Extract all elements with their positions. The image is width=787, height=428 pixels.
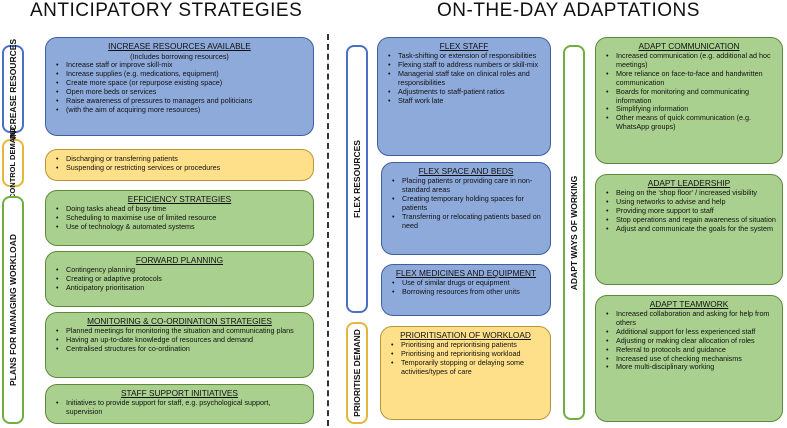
heading-on-the-day-adaptations: ON-THE-DAY ADAPTATIONS	[437, 0, 700, 21]
bullet-item: Suspending or restricting services or pr…	[56, 163, 307, 173]
bullet-item: Increased use of checking mechanisms	[606, 354, 776, 364]
card-title: STAFF SUPPORT INITIATIVES	[121, 388, 238, 398]
card-subtitle: (Includes borrowing resources)	[130, 52, 229, 61]
bullet-item: Simplifying information	[606, 105, 776, 115]
bullet-list: Use of similar drugs or equipmentBorrowi…	[388, 278, 544, 297]
bullet-item: Other means of quick communication (e.g.…	[606, 113, 776, 132]
bullet-item: Staff work late	[388, 96, 544, 106]
bullet-item: Contingency planning	[56, 265, 307, 275]
card-increase-resources: INCREASE RESOURCES AVAILABLE (Includes b…	[45, 37, 314, 136]
bullet-item: Create more space (or repurpose existing…	[56, 78, 307, 88]
bullet-item: More reliance on face-to-face and handwr…	[606, 69, 776, 88]
bullet-list: Contingency planningCreating or adaptive…	[52, 265, 307, 293]
side-label-prioritise-demand: PRIORITISE DEMAND	[346, 322, 368, 424]
bullet-item: Prioritising and reprioritising workload	[391, 349, 544, 359]
bullet-item: Centralised structures for co-ordination	[56, 344, 307, 354]
bullet-item: Transferring or relocating patients base…	[392, 212, 544, 231]
bullet-list: Discharging or transferring patientsSusp…	[52, 154, 307, 173]
bullet-item: Boards for monitoring and communicating …	[606, 87, 776, 106]
card-title: FLEX SPACE AND BEDS	[418, 166, 514, 176]
card-title: FLEX MEDICINES AND EQUIPMENT	[395, 268, 537, 278]
card-title: EFFICIENCY STRATEGIES	[127, 194, 232, 204]
bullet-list: Task-shifting or extension of responsibi…	[384, 51, 544, 106]
card-title: INCREASE RESOURCES AVAILABLE	[108, 41, 251, 51]
bullet-item: Flexing staff to address numbers or skil…	[388, 60, 544, 70]
bullet-item: Being on the ‘shop floor’ / increased vi…	[606, 188, 776, 198]
bullet-item: Anticipatory prioritisation	[56, 283, 307, 293]
bullet-item: Scheduling to maximise use of limited re…	[56, 213, 307, 223]
bullet-item: Temporarily stopping or delaying some ac…	[391, 358, 544, 377]
bullet-item: Adjustments to staff-patient ratios	[388, 87, 544, 97]
card-adapt-leadership: ADAPT LEADERSHIP Being on the ‘shop floo…	[595, 174, 783, 285]
bullet-list: Doing tasks ahead of busy timeScheduling…	[52, 204, 307, 232]
card-flex-medicines-and-equipment: FLEX MEDICINES AND EQUIPMENT Use of simi…	[381, 264, 551, 316]
bullet-list: Initiatives to provide support for staff…	[52, 398, 307, 417]
heading-anticipatory-strategies: ANTICIPATORY STRATEGIES	[30, 0, 303, 21]
bullet-item: Adjust and communicate the goals for the…	[606, 224, 776, 234]
bullet-item: Raise awareness of pressures to managers…	[56, 96, 307, 106]
bullet-item: More multi-disciplinary working	[606, 363, 776, 373]
bullet-item: Creating or adaptive protocols	[56, 274, 307, 284]
side-label-flex-resources: FLEX RESOURCES	[346, 45, 368, 313]
bullet-list: Increased communication (e.g. additional…	[602, 51, 776, 132]
card-efficiency-strategies: EFFICIENCY STRATEGIES Doing tasks ahead …	[45, 190, 314, 246]
card-control-demand: Discharging or transferring patientsSusp…	[45, 149, 314, 181]
bullet-item: Use of technology & automated systems	[56, 222, 307, 232]
card-title: FORWARD PLANNING	[135, 255, 224, 265]
bullet-item: Doing tasks ahead of busy time	[56, 204, 307, 214]
bullet-item: Adjusting or making clear allocation of …	[606, 336, 776, 346]
card-title: ADAPT TEAMWORK	[649, 299, 729, 309]
side-label-adapt-ways-of-working: ADAPT WAYS OF WORKING	[563, 45, 585, 420]
bullet-item: Referral to protocols and guidance	[606, 345, 776, 355]
bullet-item: Stop operations and regain awareness of …	[606, 215, 776, 225]
card-monitoring-coordination: MONITORING & CO-ORDINATION STRATEGIES Pl…	[45, 312, 314, 378]
bullet-item: Increased communication (e.g. additional…	[606, 51, 776, 70]
bullet-item: Placing patients or providing care in no…	[392, 176, 544, 195]
bullet-item: Initiatives to provide support for staff…	[56, 398, 307, 417]
side-label-increase-resources: INCREASE RESOURCES	[2, 39, 24, 139]
bullet-item: Open more beds or services	[56, 87, 307, 97]
card-title: ADAPT LEADERSHIP	[647, 178, 731, 188]
bullet-item: Increase staff or improve skill-mix	[56, 60, 307, 70]
bullet-item: Creating temporary holding spaces for pa…	[392, 194, 544, 213]
bullet-item: Use of similar drugs or equipment	[392, 278, 544, 288]
section-divider	[327, 34, 329, 426]
bullet-item: Increase supplies (e.g. medications, equ…	[56, 69, 307, 79]
bullet-item: Additional support for less experienced …	[606, 327, 776, 337]
bullet-item: Using networks to advise and help	[606, 197, 776, 207]
card-forward-planning: FORWARD PLANNING Contingency planningCre…	[45, 251, 314, 307]
bullet-list: Increase staff or improve skill-mixIncre…	[52, 60, 307, 115]
bullet-item: (with the aim of acquiring more resource…	[56, 105, 307, 115]
card-prioritisation-of-workload: PRIORITISATION OF WORKLOAD Prioritising …	[380, 326, 551, 420]
bullet-list: Being on the ‘shop floor’ / increased vi…	[602, 188, 776, 234]
side-label-control-demand: CONTROL DEMAND	[2, 127, 24, 199]
card-staff-support: STAFF SUPPORT INITIATIVES Initiatives to…	[45, 384, 314, 424]
card-title: MONITORING & CO-ORDINATION STRATEGIES	[87, 316, 272, 326]
card-flex-staff: FLEX STAFF Task-shifting or extension of…	[377, 37, 551, 156]
bullet-list: Placing patients or providing care in no…	[388, 176, 544, 231]
bullet-item: Having an up-to-date knowledge of resour…	[56, 335, 307, 345]
bullet-item: Providing more support to staff	[606, 206, 776, 216]
card-adapt-communication: ADAPT COMMUNICATION Increased communicat…	[595, 37, 783, 164]
card-adapt-teamwork: ADAPT TEAMWORK Increased collaboration a…	[595, 295, 783, 422]
card-flex-space-and-beds: FLEX SPACE AND BEDS Placing patients or …	[381, 162, 551, 255]
bullet-list: Planned meetings for monitoring the situ…	[52, 326, 307, 354]
bullet-item: Task-shifting or extension of responsibi…	[388, 51, 544, 61]
card-title: FLEX STAFF	[439, 41, 489, 51]
bullet-item: Managerial staff take on clinical roles …	[388, 69, 544, 88]
bullet-list: Increased collaboration and asking for h…	[602, 309, 776, 373]
bullet-item: Increased collaboration and asking for h…	[606, 309, 776, 328]
card-title: PRIORITISATION OF WORKLOAD	[400, 330, 531, 340]
bullet-item: Discharging or transferring patients	[56, 154, 307, 164]
card-title: ADAPT COMMUNICATION	[638, 41, 740, 51]
bullet-item: Planned meetings for monitoring the situ…	[56, 326, 307, 336]
bullet-list: Prioritising and reprioritising patients…	[387, 340, 544, 377]
side-label-plans-for-managing-workload: PLANS FOR MANAGING WORKLOAD	[2, 196, 24, 424]
bullet-item: Prioritising and reprioritising patients	[391, 340, 544, 350]
bullet-item: Borrowing resources from other units	[392, 287, 544, 297]
